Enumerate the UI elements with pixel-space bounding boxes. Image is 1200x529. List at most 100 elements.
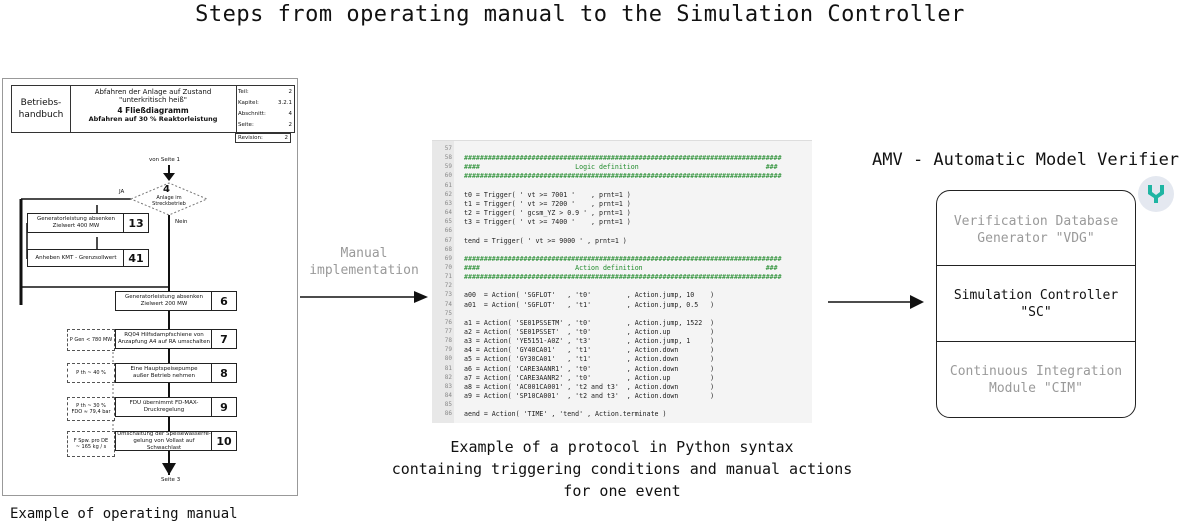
condition-box: P Gen < 780 MW bbox=[67, 329, 115, 351]
step-box: Anheben KMT - Grenzsollwert bbox=[27, 249, 125, 267]
step-box: Generatorleistung absenken Zielwert 200 … bbox=[115, 291, 213, 311]
code-line: a00 = Action( 'SGFLOT' , 't0' , Action.j… bbox=[464, 291, 715, 300]
heading-line1: Abfahren der Anlage auf Zustand bbox=[94, 88, 212, 96]
decision-no: Nein bbox=[175, 219, 188, 225]
manual-heading: Abfahren der Anlage auf Zustand "unterkr… bbox=[70, 86, 237, 132]
condition-box: P th ~ 30 % FDO ≈ 79,4 bar bbox=[67, 397, 115, 421]
heading-line2: "unterkritisch heiß" bbox=[118, 96, 188, 104]
condition-box: F Spw. pro DE ~ 165 kg / s bbox=[67, 431, 115, 457]
code-line-number: 83 bbox=[444, 382, 452, 390]
code-line-number: 70 bbox=[444, 263, 452, 271]
code-line-number: 80 bbox=[444, 355, 452, 363]
decision-text: Anlage im Streckbetrieb bbox=[152, 195, 186, 207]
decision-yes: JA bbox=[119, 189, 125, 195]
amv-section-sc: Simulation Controller "SC" bbox=[953, 288, 1119, 320]
code-line-number: 60 bbox=[444, 172, 452, 180]
code-line: t0 = Trigger( ' vt >= 7001 ' , prnt=1 ) bbox=[464, 190, 631, 199]
code-line: a3 = Action( 'YE5151-A0Z' , 't3' , Actio… bbox=[464, 337, 715, 346]
condition-box: P th ~ 40 % bbox=[67, 363, 115, 383]
step-number: 6 bbox=[211, 291, 237, 311]
revision-label: Revision: bbox=[238, 135, 263, 141]
code-line-number: 85 bbox=[444, 401, 452, 409]
meta-value: 2 bbox=[288, 89, 293, 95]
subsection-title: Abfahren auf 30 % Reaktorleistung bbox=[88, 115, 218, 123]
code-line: a1 = Action( 'SE01PSSETM' , 't0' , Actio… bbox=[464, 318, 715, 327]
code-caption: Example of a protocol in Python syntax c… bbox=[391, 438, 853, 500]
code-line-number: 79 bbox=[444, 346, 452, 354]
step-box: Umschaltung der Speisewasserre- gelung v… bbox=[115, 431, 213, 451]
book-label: Betriebs- handbuch bbox=[12, 86, 71, 132]
step-number: 9 bbox=[211, 397, 237, 417]
code-line-number: 81 bbox=[444, 364, 452, 372]
meta-label: Seite: bbox=[238, 122, 254, 128]
code-line: aend = Action( 'TIME' , 'tend' , Action.… bbox=[464, 410, 667, 419]
to-page-label: Seite 3 bbox=[161, 477, 181, 483]
code-snippet: 57 58 ####################################… bbox=[432, 140, 812, 423]
arrow-to-code bbox=[300, 291, 428, 303]
amv-section-cim: Continuous Integration Module "CIM" bbox=[949, 364, 1123, 396]
step-number: 7 bbox=[211, 329, 237, 349]
code-line-number: 72 bbox=[444, 282, 452, 290]
code-line: a6 = Action( 'CARE3AANR1' , 't0' , Actio… bbox=[464, 364, 715, 373]
code-line-number: 77 bbox=[444, 328, 452, 335]
code-line: a01 = Action( 'SGFLOT' , 't1' , Action.j… bbox=[464, 300, 715, 309]
code-line-number: 63 bbox=[444, 199, 452, 207]
meta-label: Kapitel: bbox=[238, 100, 259, 106]
code-line-number: 82 bbox=[444, 373, 452, 381]
code-line: a7 = Action( 'CARE3AANR2' , 't0' , Actio… bbox=[464, 373, 715, 382]
code-line: a9 = Action( 'SP10CA001' , 't2 and t3' ,… bbox=[464, 392, 715, 401]
step-number: 41 bbox=[123, 249, 149, 267]
amv-title: AMV - Automatic Model Verifier bbox=[872, 150, 1180, 170]
revision-value: 2 bbox=[284, 135, 289, 141]
step-box: Eine Hauptspeisepumpe außer Betrieb nehm… bbox=[115, 363, 213, 383]
code-line: ########################################… bbox=[464, 254, 782, 263]
code-line-number: 71 bbox=[444, 273, 452, 281]
manual-meta: Teil:2 Kapitel:3.2.1 Abschnitt:4 Seite:2 bbox=[238, 87, 292, 131]
code-line: #### Logic definition ### bbox=[464, 163, 778, 172]
manual-caption: Example of operating manual bbox=[10, 506, 238, 522]
amv-divider bbox=[937, 341, 1135, 342]
code-line-number: 84 bbox=[444, 392, 452, 400]
code-line: t2 = Trigger( ' gcsm_YZ > 0.9 ' , prnt=1… bbox=[464, 209, 631, 218]
code-line: ########################################… bbox=[464, 172, 782, 181]
code-line-number: 69 bbox=[444, 254, 452, 262]
amv-divider bbox=[937, 265, 1135, 266]
code-line-number: 66 bbox=[444, 227, 452, 235]
code-line: tend = Trigger( ' vt >= 9000 ' , prnt=1 … bbox=[464, 236, 627, 245]
step-box: FDU übernimmt FD-MAX- Druckregelung bbox=[115, 397, 213, 417]
from-page-label: von Seite 1 bbox=[149, 157, 181, 163]
step-number: 10 bbox=[211, 431, 237, 451]
line-number-gutter bbox=[432, 141, 454, 423]
code-line-number: 73 bbox=[444, 291, 452, 299]
code-line: ########################################… bbox=[464, 273, 782, 282]
code-line-number: 59 bbox=[444, 163, 452, 171]
code-line: a5 = Action( 'GY30CA01' , 't1' , Action.… bbox=[464, 355, 715, 364]
arrow-to-amv bbox=[828, 295, 924, 309]
code-line-number: 76 bbox=[444, 318, 452, 326]
code-line-number: 57 bbox=[444, 145, 452, 152]
code-line-number: 58 bbox=[444, 154, 452, 162]
decision-number: 4 bbox=[163, 184, 170, 195]
code-line-number: 78 bbox=[444, 337, 452, 345]
code-line: a4 = Action( 'GY40CA01' , 't1' , Action.… bbox=[464, 346, 715, 355]
code-line: #### Action definition ### bbox=[464, 263, 778, 272]
step-number: 8 bbox=[211, 363, 237, 383]
code-line: t1 = Trigger( ' vt >= 7200 ' , prnt=1 ) bbox=[464, 199, 631, 208]
code-line-number: 61 bbox=[444, 181, 452, 189]
meta-value: 3.2.1 bbox=[278, 100, 292, 106]
amv-logo-icon bbox=[1138, 176, 1174, 212]
code-line-number: 86 bbox=[444, 410, 452, 418]
meta-value: 2 bbox=[288, 122, 293, 128]
revision-box: Revision: 2 bbox=[235, 133, 291, 143]
amv-module-box: Verification Database Generator "VDG" Si… bbox=[936, 190, 1136, 418]
section-title: 4 Fließdiagramm bbox=[117, 106, 189, 115]
amv-section-vdg: Verification Database Generator "VDG" bbox=[953, 214, 1119, 246]
step-number: 13 bbox=[123, 213, 149, 233]
code-line-number: 68 bbox=[444, 245, 452, 253]
main-title: Steps from operating manual to the Simul… bbox=[195, 2, 965, 27]
operating-manual-image: Betriebs- handbuch Abfahren der Anlage a… bbox=[2, 78, 298, 496]
code-line-number: 75 bbox=[444, 309, 452, 317]
code-line-number: 65 bbox=[444, 218, 452, 226]
code-line-number: 64 bbox=[444, 209, 452, 217]
step-box: RQ04 Hilfsdampfschiene von Anzapfung A4 … bbox=[115, 329, 213, 349]
